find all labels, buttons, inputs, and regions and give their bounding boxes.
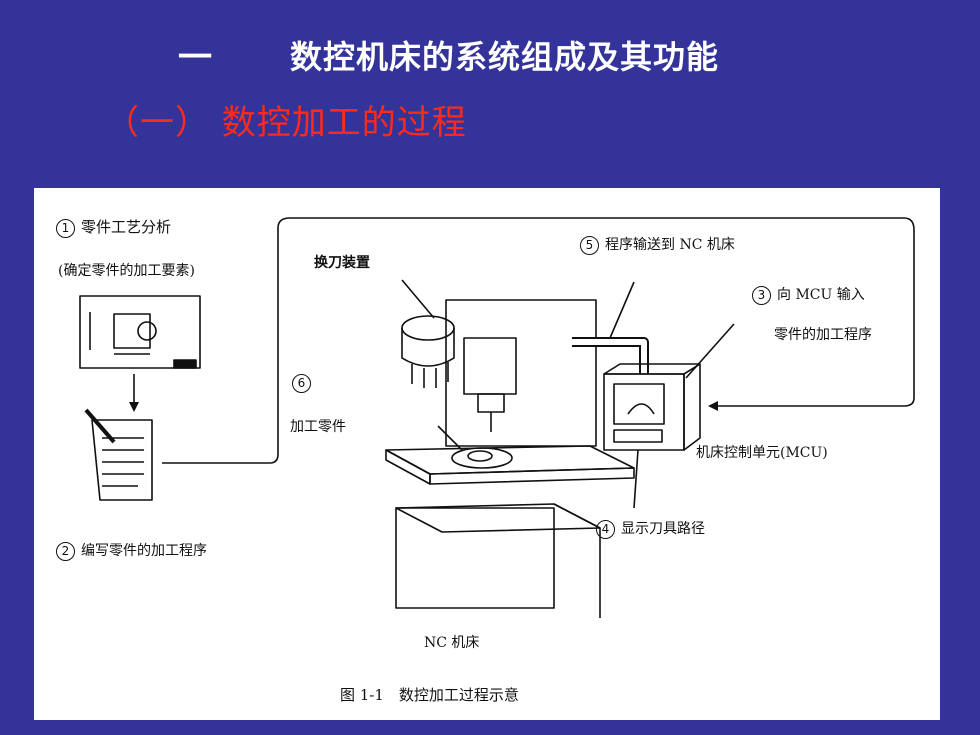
title-number: 一 <box>178 38 212 78</box>
process-diagram <box>79 217 915 618</box>
section-subtitle: （一） 数控加工的过程 <box>105 103 467 143</box>
step3-sublabel: 零件的加工程序 <box>774 327 872 343</box>
tool-changer-label: 换刀装置 <box>314 255 370 271</box>
slide-title: 一 数控机床的系统组成及其功能 <box>0 30 980 80</box>
program-sheet <box>91 419 153 501</box>
step1-sublabel: (确定零件的加工要素) <box>58 263 195 279</box>
step5-number: 5 <box>580 235 599 255</box>
title-text: 数控机床的系统组成及其功能 <box>290 38 720 76</box>
step6-number: 6 <box>292 374 311 393</box>
mcu-box <box>603 373 685 451</box>
step1-number: 1 <box>56 218 75 238</box>
step6-text: 加工零件 <box>290 419 346 435</box>
figure-caption: 图 1-1 数控加工过程示意 <box>340 686 519 704</box>
part-drawing <box>79 295 201 369</box>
mcu-label: 机床控制单元(MCU) <box>696 445 828 461</box>
machine-label: NC 机床 <box>424 635 480 651</box>
machine-column <box>445 299 597 447</box>
step6-label: 6 <box>292 374 317 393</box>
step2-number: 2 <box>56 541 75 561</box>
step3-number: 3 <box>752 285 771 305</box>
workpiece <box>451 447 513 469</box>
step4-number: 4 <box>596 519 615 539</box>
